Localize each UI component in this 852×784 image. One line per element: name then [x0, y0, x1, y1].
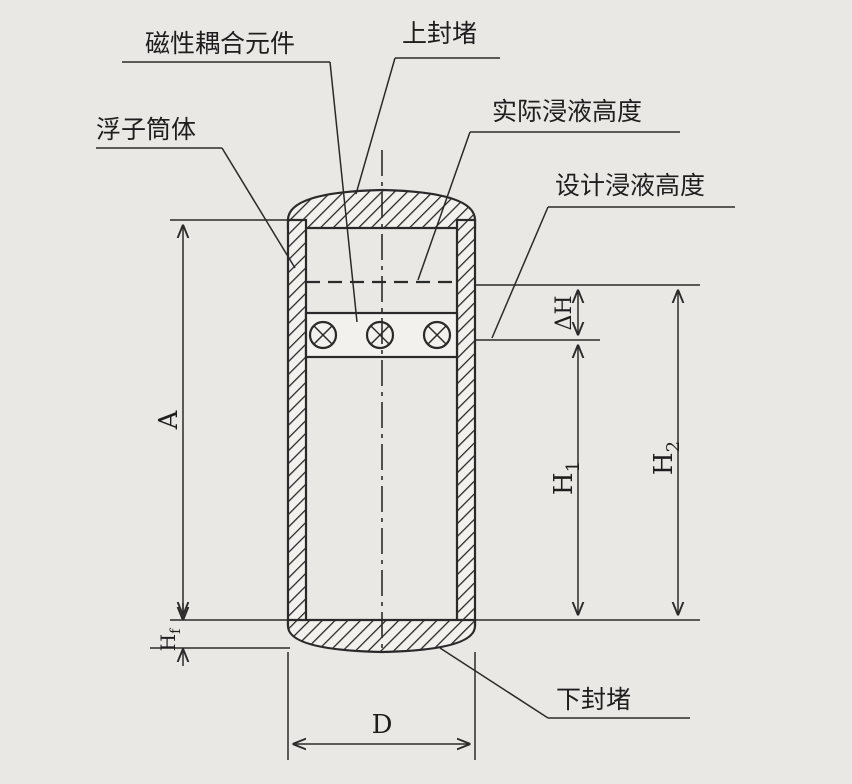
dim-hf-sub: f — [168, 627, 184, 634]
label-bottom-cap: 下封堵 — [556, 685, 631, 714]
dim-h1-sub: 1 — [563, 461, 584, 472]
right-wall — [455, 218, 477, 627]
label-top-cap: 上封堵 — [402, 19, 477, 48]
magnetic-elements — [308, 320, 452, 350]
label-actual-immersion: 实际浸液高度 — [492, 97, 642, 126]
leader-lines — [96, 57, 735, 719]
extension-lines — [150, 219, 700, 760]
dim-d-label: D — [372, 710, 393, 740]
dim-h2-main: H — [649, 452, 679, 475]
dim-h2-sub: 2 — [663, 441, 684, 452]
dim-h1-label: H1 — [549, 461, 584, 495]
dimension-lines — [183, 226, 678, 744]
left-wall — [286, 218, 308, 627]
dim-hf-main: H — [156, 634, 180, 651]
dim-hf-label: Hf — [156, 627, 184, 651]
dim-delta-h-label: ΔH — [552, 295, 577, 330]
magnet-element — [308, 320, 338, 350]
label-design-immersion: 设计浸液高度 — [555, 171, 705, 200]
magnet-element — [365, 320, 395, 350]
dim-a-label: A — [154, 409, 184, 430]
dim-h2-label: H2 — [649, 441, 684, 475]
label-float-body: 浮子筒体 — [96, 115, 196, 144]
magnet-element — [422, 320, 452, 350]
label-magnetic-coupling: 磁性耦合元件 — [145, 29, 295, 58]
dim-h1-main: H — [549, 472, 579, 495]
